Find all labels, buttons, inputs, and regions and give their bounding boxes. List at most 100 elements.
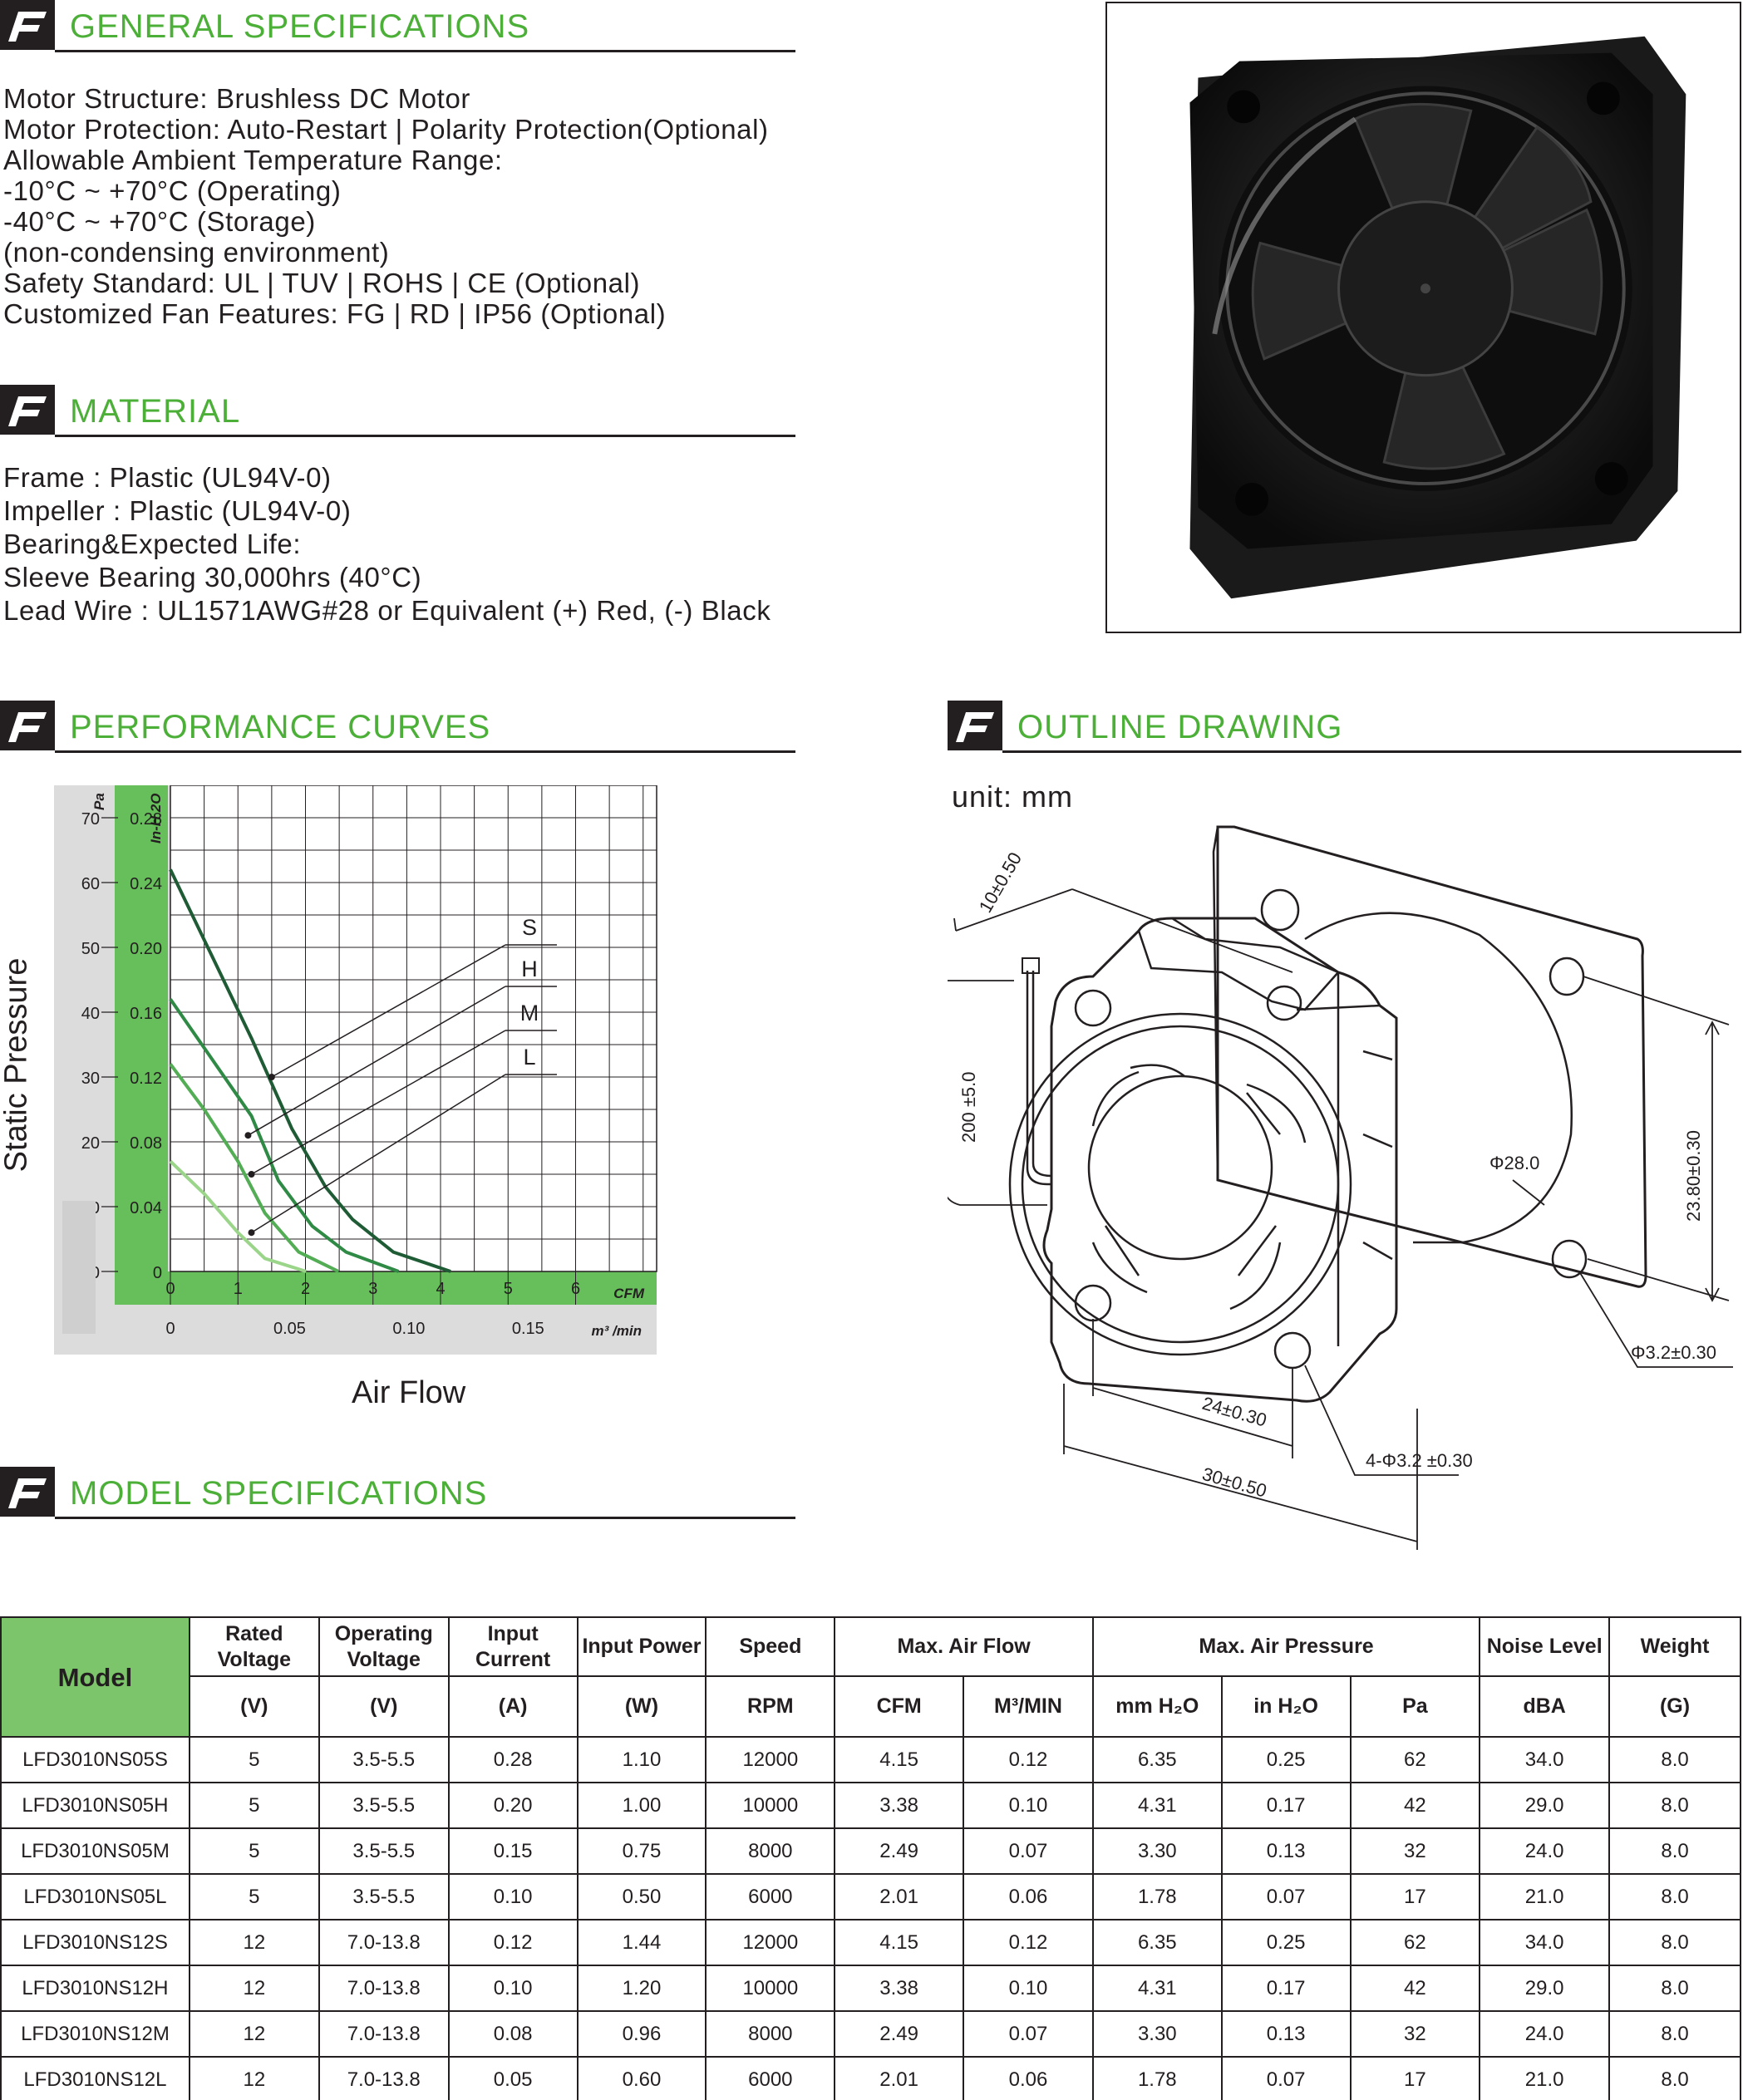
performance-header: PERFORMANCE CURVES bbox=[0, 701, 795, 759]
table-cell: 42 bbox=[1349, 1965, 1481, 2012]
spec-line: -40°C ~ +70°C (Storage) bbox=[3, 206, 316, 237]
outline-header: OUTLINE DRAWING bbox=[948, 701, 1743, 759]
general-specs-title: GENERAL SPECIFICATIONS bbox=[70, 8, 530, 45]
x-unit-m3: m³ /min bbox=[592, 1323, 642, 1339]
model-name-cell: LFD3010NS05L bbox=[0, 1873, 190, 1920]
table-cell: 8000 bbox=[705, 1827, 836, 1875]
table-cell: 7.0-13.8 bbox=[318, 1919, 450, 1966]
header-operating-voltage: Operating Voltage bbox=[318, 1616, 450, 1677]
unit-cell: (G) bbox=[1608, 1675, 1741, 1738]
unit-cell: (V) bbox=[188, 1675, 320, 1738]
brand-f-logo-icon bbox=[948, 701, 1002, 750]
table-cell: 4.31 bbox=[1091, 1965, 1223, 2012]
table-cell: 12 bbox=[188, 2010, 320, 2058]
y-unit-inh2o: In-H 2O bbox=[148, 794, 164, 843]
table-cell: 21.0 bbox=[1479, 2056, 1611, 2100]
model-name-cell: LFD3010NS12H bbox=[0, 1965, 190, 2012]
table-cell: 8.0 bbox=[1608, 1965, 1741, 2012]
spec-line: Safety Standard: UL | TUV | ROHS | CE (O… bbox=[3, 268, 641, 298]
table-cell: 6.35 bbox=[1091, 1736, 1223, 1783]
y-tick-pa: 70 bbox=[81, 810, 100, 829]
outline-unit: unit: mm bbox=[952, 780, 1074, 814]
x-unit-cfm: CFM bbox=[613, 1286, 645, 1301]
back-plate bbox=[1216, 825, 1647, 1288]
x-tick-m3: 0 bbox=[165, 1320, 175, 1338]
curve-S bbox=[169, 868, 451, 1273]
general-specs-header: GENERAL SPECIFICATIONS bbox=[0, 0, 795, 58]
table-cell: 4.15 bbox=[834, 1919, 965, 1966]
table-cell: 42 bbox=[1349, 1782, 1481, 1829]
model-specs-table: Model Rated Voltage Operating Voltage In… bbox=[0, 1616, 1741, 2100]
y-tick-inh2o: 0.16 bbox=[130, 1005, 162, 1023]
header-max-air-pressure: Max. Air Pressure bbox=[1091, 1616, 1481, 1677]
material-line: Frame : Plastic (UL94V-0) bbox=[3, 462, 332, 493]
model-name-cell: LFD3010NS12S bbox=[0, 1919, 190, 1966]
table-cell: 3.5-5.5 bbox=[318, 1873, 450, 1920]
header-max-air-flow: Max. Air Flow bbox=[834, 1616, 1094, 1677]
table-cell: 0.20 bbox=[447, 1782, 579, 1829]
model-name-cell: LFD3010NS12M bbox=[0, 2010, 190, 2058]
model-specs-header: MODEL SPECIFICATIONS bbox=[0, 1467, 795, 1525]
header-input-power: Input Power bbox=[576, 1616, 707, 1677]
unit-cell: (W) bbox=[576, 1675, 707, 1738]
y-tick-inh2o: 0.20 bbox=[130, 940, 162, 958]
table-cell: 34.0 bbox=[1479, 1919, 1611, 1966]
table-cell: 0.07 bbox=[1220, 2056, 1352, 2100]
material-title: MATERIAL bbox=[70, 393, 241, 430]
dim-23: 23.80±0.30 bbox=[1683, 1130, 1704, 1222]
table-cell: 10000 bbox=[705, 1782, 836, 1829]
header-input-current: Input Current bbox=[447, 1616, 579, 1677]
table-cell: 62 bbox=[1349, 1919, 1481, 1966]
table-cell: 1.20 bbox=[576, 1965, 707, 2012]
unit-cell: in H₂O bbox=[1220, 1675, 1352, 1738]
y-tick-pa: 50 bbox=[81, 940, 100, 958]
legend-leader-line bbox=[251, 1030, 506, 1175]
x-tick-m3: 0.05 bbox=[273, 1320, 306, 1338]
table-cell: 2.01 bbox=[834, 1873, 965, 1920]
table-cell: 1.78 bbox=[1091, 1873, 1223, 1920]
table-cell: 0.25 bbox=[1220, 1919, 1352, 1966]
dim-28: Φ28.0 bbox=[1489, 1153, 1539, 1173]
legend-leader-line bbox=[251, 1074, 506, 1233]
table-cell: 3.5-5.5 bbox=[318, 1827, 450, 1875]
performance-title: PERFORMANCE CURVES bbox=[70, 709, 491, 745]
spec-line: Motor Protection: Auto-Restart | Polarit… bbox=[3, 114, 769, 145]
model-specs-title: MODEL SPECIFICATIONS bbox=[70, 1475, 488, 1512]
dim-32: Φ3.2±0.30 bbox=[1631, 1342, 1716, 1363]
y-tick-inh2o: 0.28 bbox=[130, 810, 162, 829]
table-cell: 4.15 bbox=[834, 1736, 965, 1783]
table-cell: 0.12 bbox=[963, 1736, 1094, 1783]
spec-line: (non-condensing environment) bbox=[3, 237, 390, 268]
table-cell: 8.0 bbox=[1608, 1782, 1741, 1829]
table-cell: 21.0 bbox=[1479, 1873, 1611, 1920]
legend-pointer bbox=[248, 1171, 255, 1178]
section-divider bbox=[55, 435, 795, 437]
y-tick-pa: 40 bbox=[81, 1005, 100, 1023]
unit-cell: mm H₂O bbox=[1091, 1675, 1223, 1738]
table-cell: 8.0 bbox=[1608, 2056, 1741, 2100]
table-cell: 0.28 bbox=[447, 1736, 579, 1783]
table-cell: 5 bbox=[188, 1873, 320, 1920]
table-cell: 1.44 bbox=[576, 1919, 707, 1966]
table-cell: 24.0 bbox=[1479, 2010, 1611, 2058]
dim-30: 30±0.50 bbox=[1200, 1463, 1269, 1502]
material-line: Bearing&Expected Life: bbox=[3, 529, 302, 559]
table-cell: 0.12 bbox=[447, 1919, 579, 1966]
outline-title: OUTLINE DRAWING bbox=[1017, 709, 1343, 745]
table-cell: 1.10 bbox=[576, 1736, 707, 1783]
table-cell: 2.49 bbox=[834, 2010, 965, 2058]
table-cell: 0.25 bbox=[1220, 1736, 1352, 1783]
section-divider bbox=[55, 50, 795, 52]
table-cell: 7.0-13.8 bbox=[318, 1965, 450, 2012]
table-cell: 0.12 bbox=[963, 1919, 1094, 1966]
table-cell: 5 bbox=[188, 1736, 320, 1783]
spec-line: Allowable Ambient Temperature Range: bbox=[3, 145, 503, 175]
table-cell: 0.07 bbox=[963, 1827, 1094, 1875]
chart-frame bbox=[170, 784, 657, 1272]
header-model: Model bbox=[0, 1616, 190, 1738]
